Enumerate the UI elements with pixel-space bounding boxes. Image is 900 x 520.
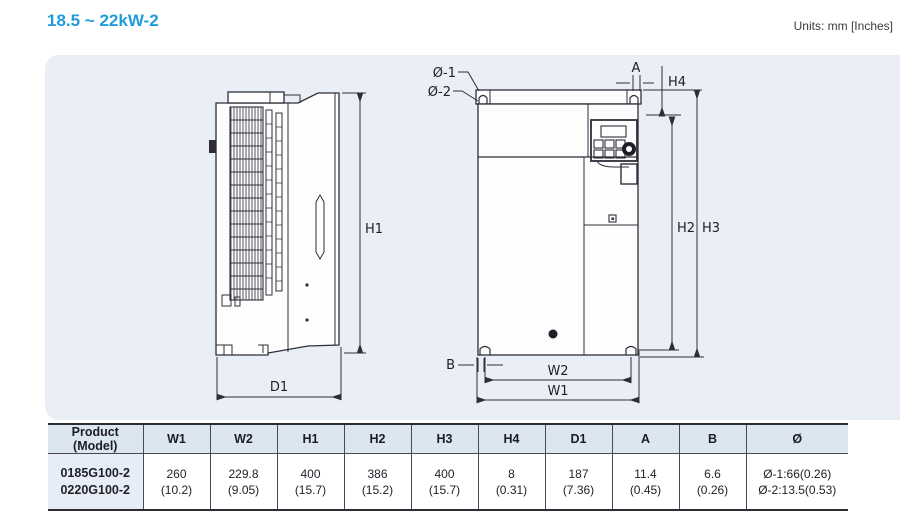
col-header-h3: H3 xyxy=(410,424,478,454)
cell-h2: 386 (15.2) xyxy=(343,453,411,510)
cell-product-models: 0185G100-2 0220G100-2 xyxy=(48,453,143,510)
col-header-dia: Ø xyxy=(745,424,848,454)
dim-label-b: B xyxy=(446,358,455,373)
front-view-dimensions xyxy=(453,66,704,404)
cell-dia: Ø-1:66(0.26) Ø-2:13.5(0.53) xyxy=(745,453,848,510)
col-header-d1: D1 xyxy=(544,424,612,454)
cell-d1: 187 (7.36) xyxy=(544,453,612,510)
dim-label-h1: H1 xyxy=(365,222,383,237)
dim-label-h2: H2 xyxy=(677,221,695,236)
col-header-w1: W1 xyxy=(142,424,210,454)
cell-b: 6.6 (0.26) xyxy=(678,453,746,510)
dim-label-h3: H3 xyxy=(702,221,720,236)
cell-h3: 400 (15.7) xyxy=(410,453,478,510)
dimension-diagram: H1 D1 xyxy=(209,61,720,404)
front-view-drawing xyxy=(475,89,642,356)
dim-label-w1: W1 xyxy=(547,384,568,399)
col-header-b: B xyxy=(678,424,746,454)
page-title: 18.5 ~ 22kW-2 xyxy=(47,11,159,30)
col-header-h4: H4 xyxy=(477,424,545,454)
table-row: 0185G100-2 0220G100-2 260 (10.2) 229.8 (… xyxy=(48,453,848,510)
dim-label-d1: D1 xyxy=(270,380,288,395)
col-header-w2: W2 xyxy=(209,424,277,454)
dimensions-table: Product (Model) W1 W2 H1 H2 H3 H4 D1 A B… xyxy=(48,423,848,511)
cell-a: 11.4 (0.45) xyxy=(611,453,679,510)
model-name: 0220G100-2 xyxy=(60,482,130,497)
side-view-dimensions xyxy=(216,92,366,401)
model-name: 0185G100-2 xyxy=(60,465,130,480)
dim-label-dia1: Ø-1 xyxy=(433,66,456,81)
dim-label-dia2: Ø-2 xyxy=(428,85,451,100)
cell-w1: 260 (10.2) xyxy=(142,453,210,510)
table-header-row: Product (Model) W1 W2 H1 H2 H3 H4 D1 A B… xyxy=(48,424,848,454)
cell-h4: 8 (0.31) xyxy=(477,453,545,510)
dim-label-a: A xyxy=(632,61,641,76)
col-header-product: Product (Model) xyxy=(48,424,143,454)
dim-label-h4: H4 xyxy=(668,75,686,90)
side-view-drawing xyxy=(209,91,340,356)
col-header-h1: H1 xyxy=(276,424,344,454)
col-header-a: A xyxy=(611,424,679,454)
units-label: Units: mm [Inches] xyxy=(793,19,893,33)
cell-w2: 229.8 (9.05) xyxy=(209,453,277,510)
cell-h1: 400 (15.7) xyxy=(276,453,344,510)
diagram-panel xyxy=(45,55,900,420)
col-header-h2: H2 xyxy=(343,424,411,454)
dim-label-w2: W2 xyxy=(547,364,568,379)
